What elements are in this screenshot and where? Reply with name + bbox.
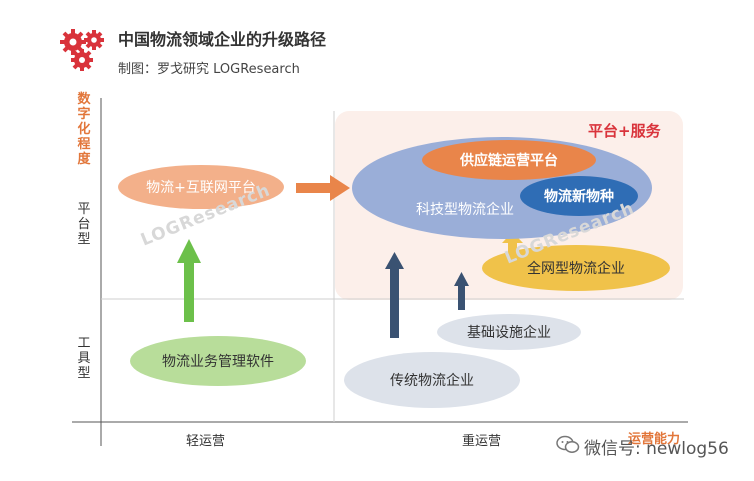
y-axis-bottom-label: 工具型 xyxy=(77,336,91,381)
supply-chain-platform-label: 供应链运营平台 xyxy=(460,153,558,169)
supply-chain-platform-ellipse xyxy=(422,140,596,180)
wechat-id: 微信号: newlog56 xyxy=(584,439,729,459)
new-species-label: 物流新物种 xyxy=(544,189,614,205)
new-species-ellipse xyxy=(520,176,638,216)
internet-platform-label: 物流+互联网平台 xyxy=(146,180,256,196)
logistics-software-ellipse xyxy=(130,336,306,386)
x-axis-right-label: 重运营 xyxy=(462,434,502,449)
chart-title: 中国物流领域企业的升级路径 xyxy=(118,30,327,49)
x-axis-title: 运营能力 xyxy=(628,432,681,447)
upgrade-arrow-orange xyxy=(296,175,350,201)
upgrade-arrow-navy-short xyxy=(454,272,469,310)
infrastructure-label: 基础设施企业 xyxy=(467,325,551,341)
wechat-icon xyxy=(556,435,580,453)
gear-logo-icon xyxy=(60,29,104,71)
traditional-label: 传统物流企业 xyxy=(390,373,474,389)
tech-logistics-label: 科技型物流企业 xyxy=(416,202,514,218)
traditional-ellipse xyxy=(344,352,520,408)
internet-platform-ellipse xyxy=(118,165,284,209)
x-axis-left-label: 轻运营 xyxy=(186,434,226,449)
logistics-software-label: 物流业务管理软件 xyxy=(162,354,274,370)
upgrade-arrow-green xyxy=(177,239,201,322)
infrastructure-ellipse xyxy=(437,314,581,350)
network-logistics-label: 全网型物流企业 xyxy=(527,261,625,277)
chart-subtitle: 制图：罗戈研究 LOGResearch xyxy=(118,62,300,77)
y-axis-title: 数字化程度 xyxy=(77,92,91,167)
y-axis-top-label: 平台型 xyxy=(77,202,91,247)
platform-service-label: 平台+服务 xyxy=(588,122,661,140)
upgrade-arrow-navy-tall xyxy=(385,252,404,338)
network-logistics-ellipse xyxy=(482,245,670,291)
